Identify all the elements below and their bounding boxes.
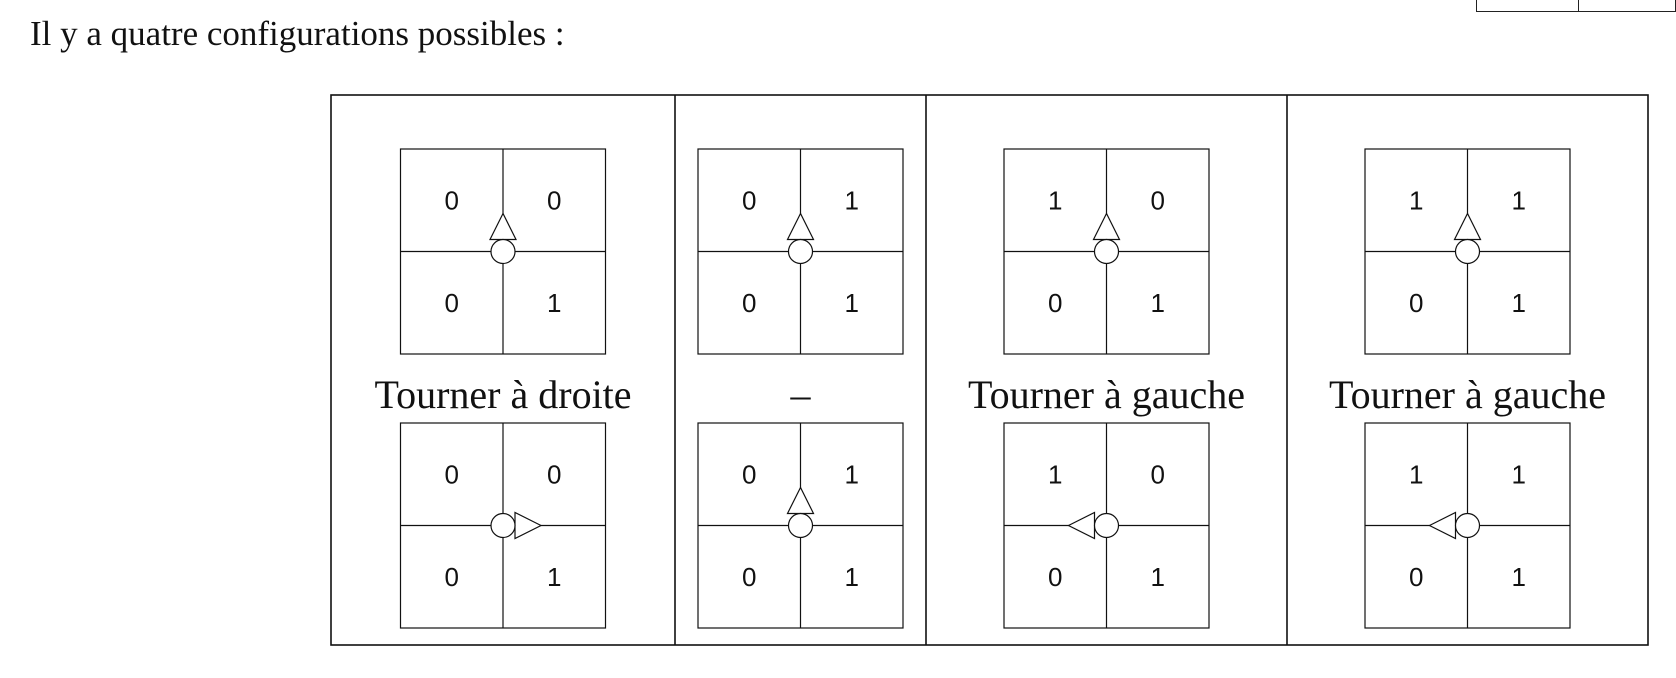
config-4-action-label: Tourner à gauche: [1329, 372, 1606, 417]
config-2-after-grid-cell-value: 1: [845, 562, 859, 592]
config-1-before-grid-cell-value: 0: [547, 185, 561, 215]
intro-text: Il y a quatre configurations possibles :: [30, 14, 565, 53]
config-3-before-grid-cell-value: 0: [1048, 288, 1062, 318]
config-4-before-grid-robot-icon: [1454, 238, 1481, 265]
config-3-after-grid-cell-value: 1: [1048, 459, 1062, 489]
config-4-before-grid-cell-value: 1: [1512, 185, 1526, 215]
config-1-before-grid-cell-value: 0: [445, 185, 459, 215]
config-2-before-grid-cell-value: 1: [845, 288, 859, 318]
config-2-before-grid-robot-icon: [787, 238, 814, 265]
config-3-before-grid-cell-value: 0: [1151, 185, 1165, 215]
config-1-after-grid-robot-icon: [490, 512, 516, 539]
config-1-after-grid-cell-value: 0: [445, 562, 459, 592]
config-4-after-grid-cell-value: 1: [1409, 459, 1423, 489]
config-1-after-grid-cell-value: 0: [547, 459, 561, 489]
config-4-after-grid-cell-value: 1: [1512, 459, 1526, 489]
config-2-after-grid-robot-icon: [787, 512, 814, 539]
config-3-before-grid-cell-value: 1: [1048, 185, 1062, 215]
config-4-after-grid-cell-value: 1: [1512, 562, 1526, 592]
config-2-after-grid-cell-value: 1: [845, 459, 859, 489]
config-4-after-grid-cell-value: 0: [1409, 562, 1423, 592]
config-2-after-grid-cell-value: 0: [742, 459, 756, 489]
config-3-after-grid-cell-value: 0: [1048, 562, 1062, 592]
config-1-after-grid-cell-value: 1: [547, 562, 561, 592]
config-1-after-grid-cell-value: 0: [445, 459, 459, 489]
config-3-before-grid-robot-icon: [1093, 238, 1120, 265]
config-3-before-grid-cell-value: 1: [1151, 288, 1165, 318]
table-frame: [330, 94, 1649, 646]
config-2-before-grid-cell-value: 1: [845, 185, 859, 215]
config-4-after-grid-robot-icon: [1454, 512, 1481, 539]
config-2-before-grid-cell-value: 0: [742, 288, 756, 318]
config-1-before-grid-robot-icon: [490, 238, 516, 265]
config-2-before-grid-cell-value: 0: [742, 185, 756, 215]
config-1-action-label: Tourner à droite: [374, 372, 631, 417]
config-3-after-grid-robot-icon: [1093, 512, 1120, 539]
config-3-after-grid-cell-value: 1: [1151, 562, 1165, 592]
config-2-action-label: –: [790, 372, 812, 417]
config-1-before-grid-cell-value: 0: [445, 288, 459, 318]
config-3-after-grid-cell-value: 0: [1151, 459, 1165, 489]
config-3-action-label: Tourner à gauche: [968, 372, 1245, 417]
config-1-before-grid-cell-value: 1: [547, 288, 561, 318]
config-4-before-grid-cell-value: 1: [1512, 288, 1526, 318]
config-4-before-grid-cell-value: 1: [1409, 185, 1423, 215]
config-4-before-grid-cell-value: 0: [1409, 288, 1423, 318]
config-2-after-grid-cell-value: 0: [742, 562, 756, 592]
